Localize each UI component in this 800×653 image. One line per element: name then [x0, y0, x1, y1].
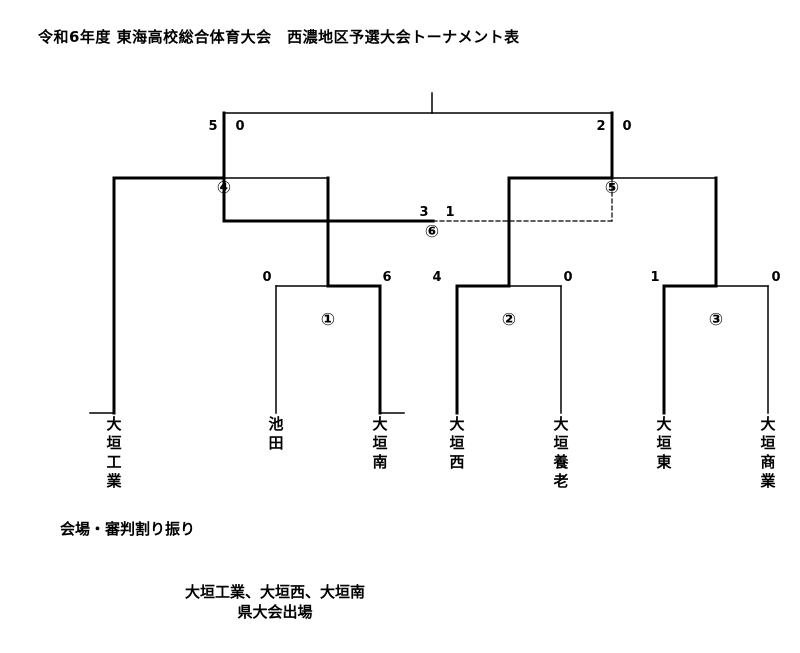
- team-name-char: 南: [372, 453, 387, 471]
- team-name-char: 工: [106, 453, 121, 471]
- match2-score-right: 0: [563, 270, 572, 285]
- team-name-char: 大: [106, 415, 121, 433]
- page-title: 令和6年度 東海高校総合体育大会 西濃地区予選大会トーナメント表: [38, 28, 520, 46]
- team-name-char: 大: [449, 415, 464, 433]
- team-name-char: 大: [760, 415, 775, 433]
- venue-referee-note: 会場・審判割り振り: [60, 520, 196, 538]
- match6-score-left: 3: [419, 205, 428, 220]
- team-name-char: 垣: [760, 434, 775, 452]
- match6-score-right: 1: [445, 205, 454, 220]
- match1-score-left: 0: [262, 270, 271, 285]
- match3-mark: ③: [709, 310, 723, 330]
- team-name-char: 大: [656, 415, 671, 433]
- team-name-char: 業: [105, 472, 122, 490]
- team-name-char: 垣: [449, 434, 464, 452]
- match4-score-left: 5: [208, 119, 217, 134]
- team-name-char: 垣: [372, 434, 387, 452]
- match2-score-left: 4: [432, 270, 441, 285]
- match5-score-left: 2: [596, 119, 605, 134]
- team-name: 大垣西: [449, 415, 464, 471]
- team-name: 大垣商業: [759, 415, 776, 490]
- match1-mark: ①: [321, 310, 335, 330]
- team-name-char: 商: [760, 453, 775, 471]
- match6-mark: ⑥: [425, 222, 439, 242]
- team-name-char: 垣: [553, 434, 568, 452]
- team-name: 池田: [268, 415, 283, 452]
- team-name-char: 大: [372, 415, 387, 433]
- match3-score-left: 1: [650, 270, 659, 285]
- team-name: 大垣東: [656, 415, 671, 471]
- team-name-char: 垣: [106, 434, 121, 452]
- result-note: 大垣工業、大垣西、大垣南 県大会出場: [155, 582, 395, 622]
- match4-score-right: 0: [235, 119, 244, 134]
- match5-score-right: 0: [622, 119, 631, 134]
- team-name: 大垣工業: [105, 415, 122, 490]
- team-name-char: 垣: [656, 434, 671, 452]
- team-name: 大垣養老: [552, 415, 569, 490]
- team-name-char: 養: [552, 453, 569, 471]
- team-name-char: 老: [552, 472, 568, 490]
- team-name: 大垣南: [372, 415, 387, 471]
- team-name-char: 西: [449, 453, 464, 471]
- qualified-label: 県大会出場: [237, 603, 313, 621]
- match1-score-right: 6: [382, 270, 391, 285]
- team-name-char: 池: [268, 415, 283, 433]
- team-name-char: 田: [268, 434, 283, 452]
- team-name-char: 業: [759, 472, 776, 490]
- match3-score-right: 0: [771, 270, 780, 285]
- match5-mark: ⑤: [605, 178, 619, 198]
- match2-mark: ②: [502, 310, 516, 330]
- team-name-char: 大: [553, 415, 568, 433]
- qualified-teams: 大垣工業、大垣西、大垣南: [184, 583, 365, 601]
- match4-mark: ④: [217, 178, 231, 198]
- team-name-char: 東: [656, 453, 671, 471]
